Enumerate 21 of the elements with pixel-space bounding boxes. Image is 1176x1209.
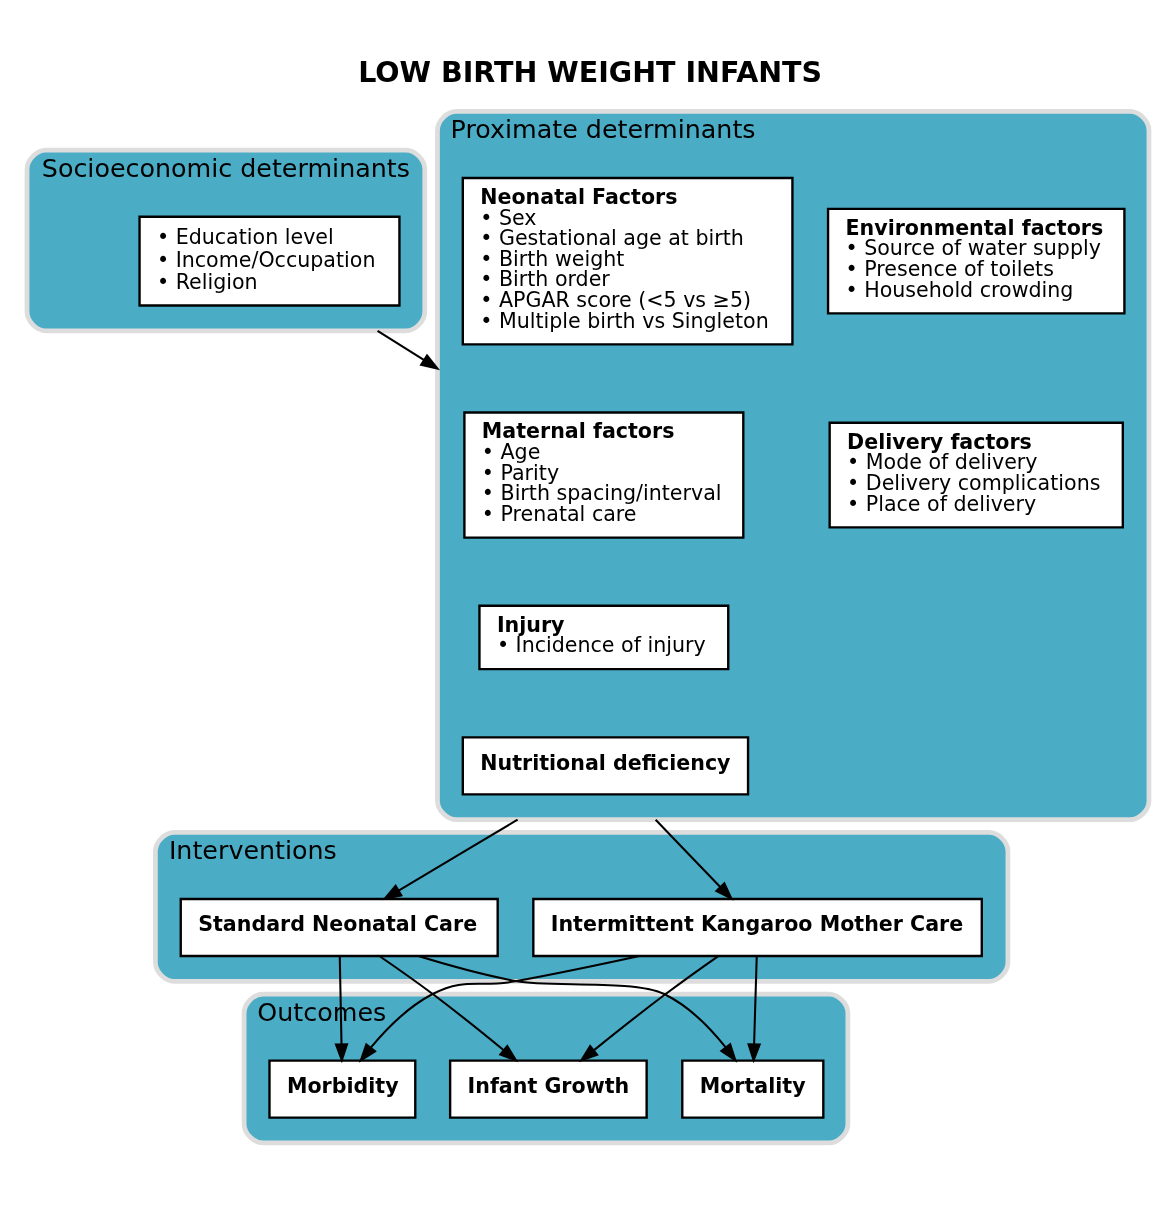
arrow xyxy=(379,954,519,1062)
arrow xyxy=(377,329,441,370)
node-box: Delivery factors • Mode of delivery • Delivery complications • Place of delivery xyxy=(828,421,1124,529)
node-box: Neonatal Factors • Sex • Gestational age at birth • Birth weight • Birth order • APGAR score (<5 vs ≥5) • Multiple birth vs Singleton xyxy=(461,176,794,345)
diagram-title: LOW BIRTH WEIGHT INFANTS xyxy=(358,55,823,89)
arrow xyxy=(358,954,640,1063)
node-box: Nutritional deficiency xyxy=(461,735,750,796)
arrow xyxy=(418,954,738,1063)
node-box: Mortality xyxy=(681,1058,825,1119)
node-box: Standard Neonatal Care xyxy=(179,897,499,957)
node-box: Infant Growth xyxy=(448,1058,648,1119)
node-box: Maternal factors • Age • Parity • Birth spacing/interval • Prenatal care xyxy=(463,410,745,539)
node-box: Environmental factors • Source of water supply • Presence of toilets • Household crowding xyxy=(826,207,1126,315)
arrow xyxy=(334,956,349,1063)
node-box: Injury • Incidence of injury xyxy=(478,604,730,670)
node-box: Morbidity xyxy=(268,1058,417,1119)
arrow xyxy=(747,956,762,1063)
arrow xyxy=(578,954,719,1062)
arrow xyxy=(382,818,519,900)
node-box: • Education level • Income/Occupation • Religion xyxy=(138,215,401,307)
node-box: Intermittent Kangaroo Mother Care xyxy=(532,897,983,957)
